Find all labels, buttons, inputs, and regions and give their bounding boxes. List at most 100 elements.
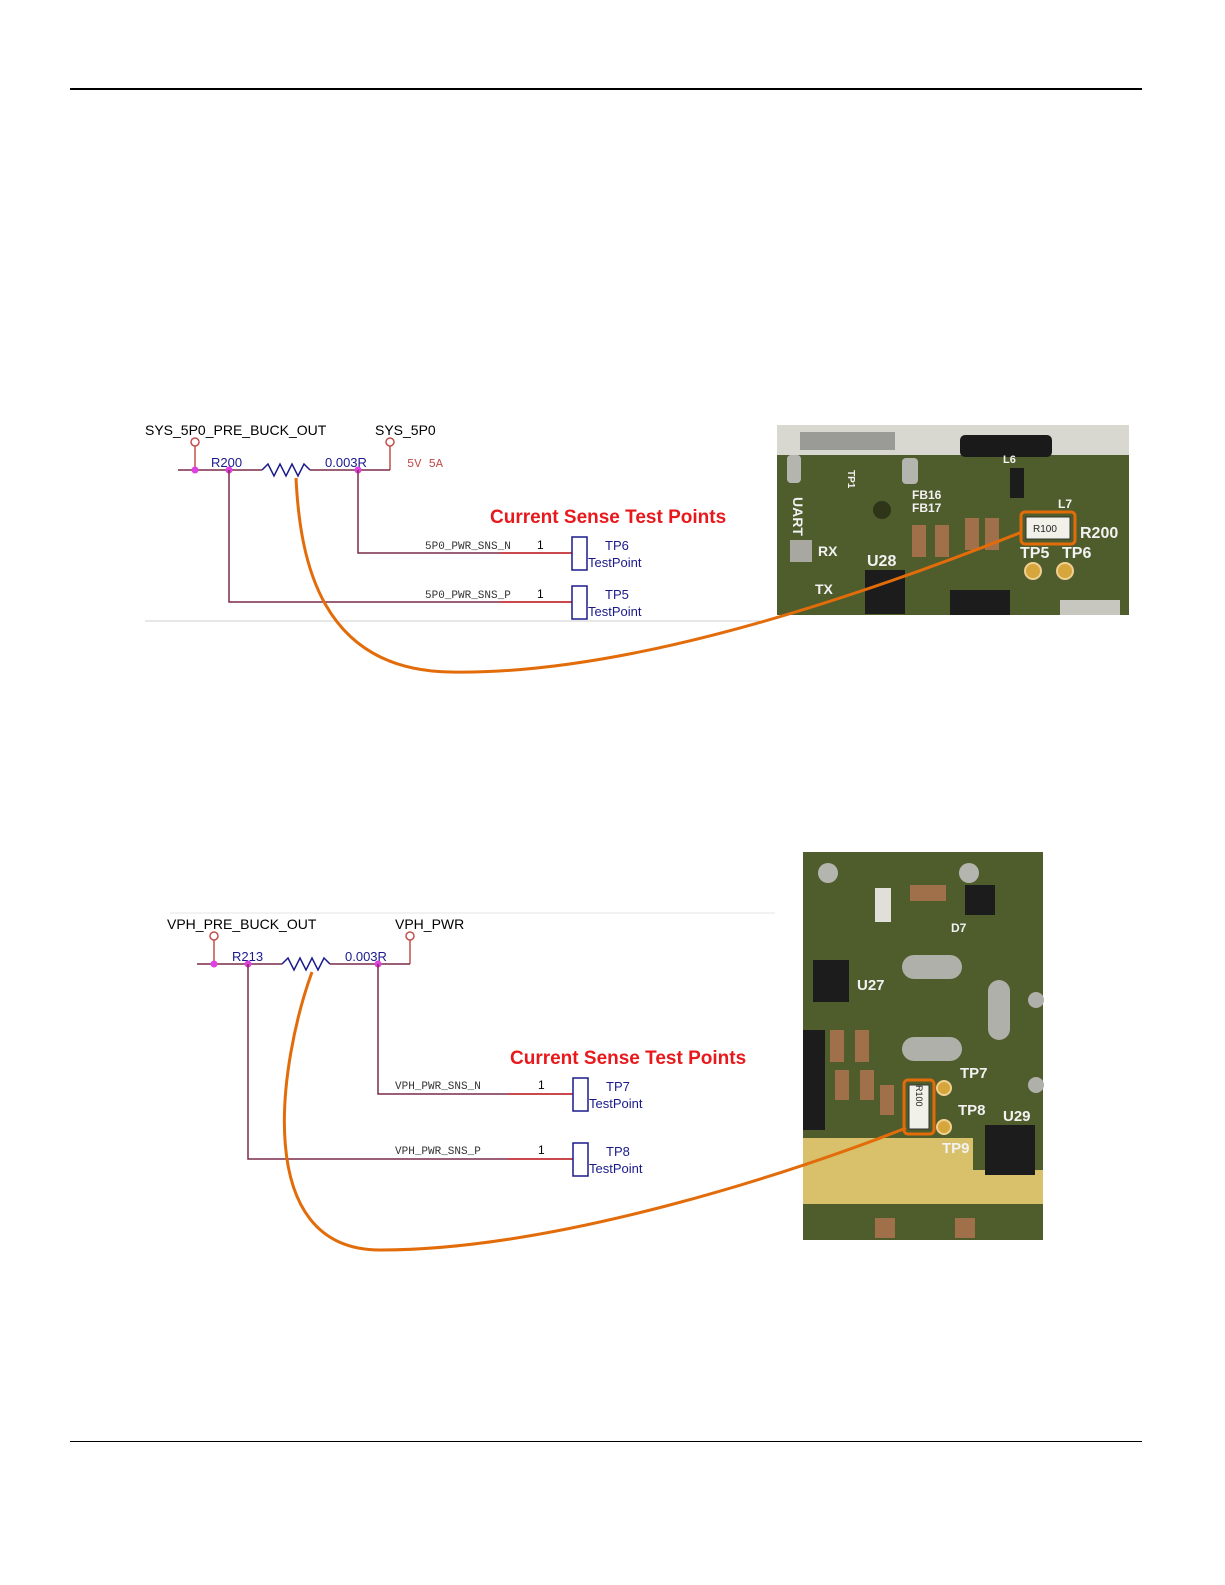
net-label-in: SYS_5P0_PRE_BUCK_OUT — [145, 422, 327, 438]
testpoint-name: TP5 — [605, 587, 629, 602]
silk-tx: TX — [815, 581, 834, 597]
capacitor — [855, 1030, 869, 1062]
via-hole — [873, 501, 891, 519]
pin-number: 1 — [538, 1143, 545, 1157]
schematic-bottom: VPH_PRE_BUCK_OUT VPH_PWR R213 0.003R VPH… — [167, 912, 775, 1177]
chip-u27 — [813, 960, 849, 1002]
connector — [960, 435, 1052, 457]
capacitor — [965, 518, 979, 550]
component — [875, 888, 891, 922]
testpoint-name: TP7 — [606, 1079, 630, 1094]
pcb-photo-bottom: D7 U27 TP7 TP8 TP9 U29 R100 — [803, 852, 1044, 1240]
capacitor — [835, 1070, 849, 1100]
callout-connector — [282, 971, 907, 1252]
testpoint-name: TP8 — [606, 1144, 630, 1159]
pad — [988, 980, 1010, 1040]
resistor-r200 — [1025, 516, 1071, 540]
silk-fb16: FB16 — [912, 488, 942, 502]
junction-dot — [210, 960, 218, 968]
silk-uart: UART — [790, 497, 806, 536]
testpoint-type: TestPoint — [589, 1161, 643, 1176]
capacitor — [830, 1030, 844, 1062]
net-sense-p: VPH_PWR_SNS_P — [395, 1146, 481, 1158]
capacitor — [935, 525, 949, 557]
silk-d7: D7 — [951, 921, 967, 935]
component-d7 — [965, 885, 995, 915]
silk-tp9: TP9 — [942, 1140, 970, 1157]
resistor-symbol — [281, 956, 331, 972]
component — [955, 1218, 975, 1238]
silk-rx: RX — [818, 543, 838, 559]
component — [875, 1218, 895, 1238]
silk-r100: R100 — [914, 1085, 924, 1107]
silk-tp7: TP7 — [960, 1065, 988, 1082]
net-sense-n: 5P0_PWR_SNS_N — [425, 541, 511, 553]
net-label-out: VPH_PWR — [395, 916, 464, 932]
pad — [1028, 1077, 1044, 1093]
testpoint-box — [572, 1142, 589, 1177]
power-port-in — [190, 437, 200, 447]
gold-plane — [803, 1138, 973, 1178]
resistor-ref: R213 — [232, 949, 263, 964]
testpoint-box — [571, 585, 588, 620]
chip-u29 — [985, 1125, 1035, 1175]
pin-number: 1 — [538, 1078, 545, 1092]
pad — [1028, 992, 1044, 1008]
component — [1010, 468, 1024, 498]
silk-tp6: TP6 — [1062, 545, 1091, 562]
testpoint-pad — [936, 1080, 952, 1096]
pad — [790, 540, 812, 562]
capacitor — [860, 1070, 874, 1100]
testpoint-box — [571, 536, 588, 571]
wire-sense-n — [377, 964, 573, 1095]
silk-u28: U28 — [867, 553, 896, 570]
testpoint-type: TestPoint — [588, 604, 642, 619]
pad — [787, 455, 801, 483]
silk-tp5: TP5 — [1020, 545, 1049, 562]
silk-tp8: TP8 — [958, 1102, 986, 1119]
header-rule — [70, 88, 1142, 90]
silk-l7: L7 — [1058, 497, 1072, 511]
silk-u29: U29 — [1003, 1108, 1031, 1125]
inductor — [950, 590, 1010, 615]
testpoint-pad — [1024, 562, 1042, 580]
resistor-ref: R200 — [211, 455, 242, 470]
pad — [902, 458, 918, 484]
highlight-box — [1019, 510, 1077, 546]
pad — [1060, 600, 1120, 615]
net-label-out: SYS_5P0 — [375, 422, 436, 438]
schematic-top: SYS_5P0_PRE_BUCK_OUT SYS_5P0 R200 0.003R… — [145, 422, 760, 622]
net-sense-n: VPH_PWR_SNS_N — [395, 1081, 481, 1093]
pad — [818, 863, 838, 883]
resistor-value: 0.003R — [325, 455, 367, 470]
pin-number: 1 — [537, 587, 544, 601]
capacitor — [880, 1085, 894, 1115]
power-port-in — [209, 931, 219, 941]
callout-connector — [294, 477, 1023, 674]
usb-connector — [800, 432, 895, 450]
resistor-value: 0.003R — [345, 949, 387, 964]
rating-note: 5V 5A — [407, 457, 444, 471]
pcb-photo-top: UART RX TX U28 FB16 FB17 L6 L7 R100 R200… — [777, 425, 1129, 615]
capacitor — [912, 525, 926, 557]
testpoint-type: TestPoint — [589, 1096, 643, 1111]
testpoint-pad — [1056, 562, 1074, 580]
inductor — [803, 1030, 825, 1130]
silk-l6: L6 — [1003, 454, 1016, 466]
silk-tp1: TP1 — [845, 470, 856, 489]
section-title: Current Sense Test Points — [490, 507, 726, 528]
wire-sense-p — [228, 470, 572, 603]
pad — [902, 955, 962, 979]
resistor-symbol — [261, 462, 311, 478]
wire-sense-p — [247, 964, 573, 1160]
silk-r100: R100 — [1033, 524, 1057, 535]
section-title: Current Sense Test Points — [510, 1048, 746, 1069]
power-port-out — [385, 437, 395, 447]
pad — [959, 863, 979, 883]
silk-r200: R200 — [1080, 525, 1118, 542]
testpoint-name: TP6 — [605, 538, 629, 553]
footer-rule — [70, 1441, 1142, 1442]
highlight-box — [902, 1078, 936, 1136]
silk-u27: U27 — [857, 977, 885, 994]
